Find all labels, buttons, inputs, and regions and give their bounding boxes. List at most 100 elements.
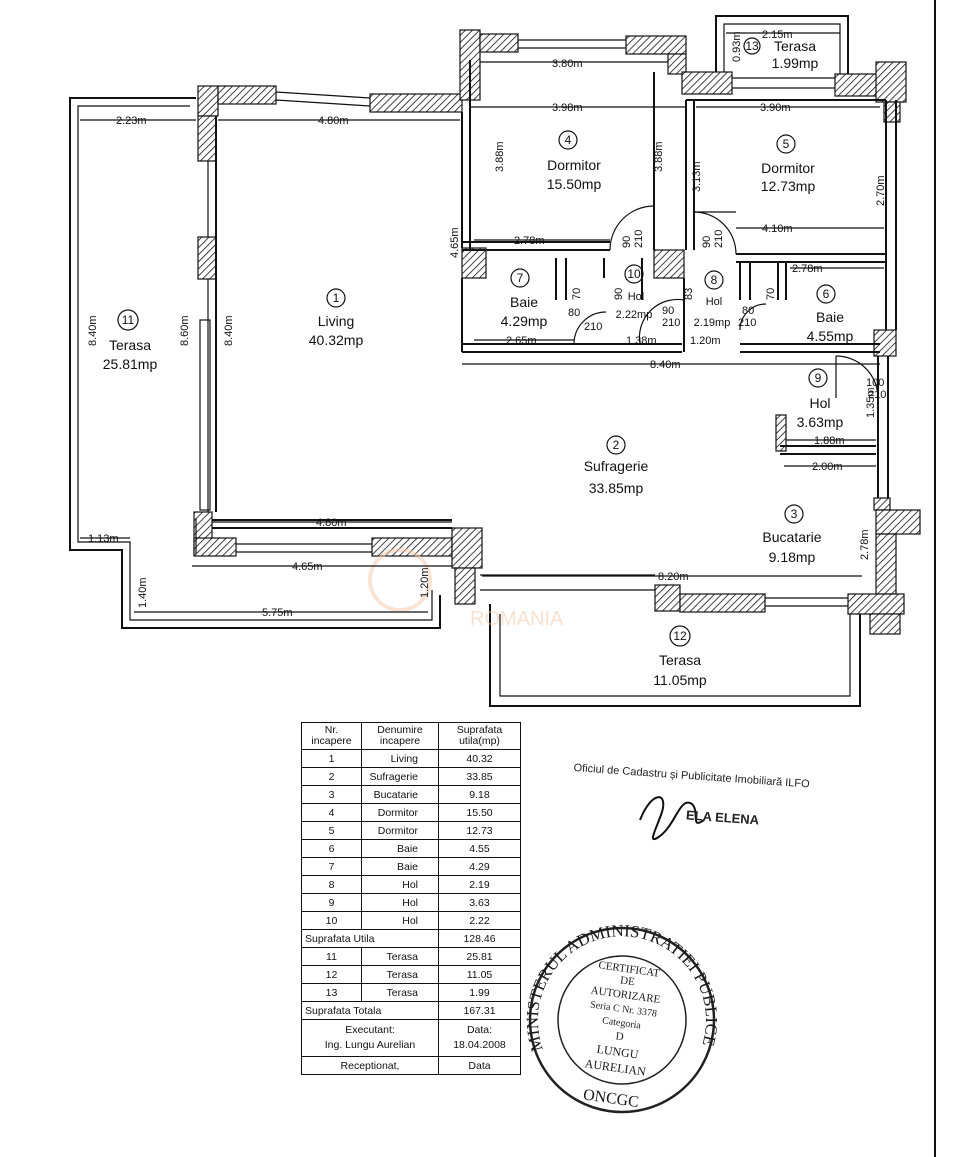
room-number: 8 <box>711 273 718 287</box>
table-cell-nr: 2 <box>301 767 362 786</box>
room-number: 6 <box>823 287 830 301</box>
room-area: 15.50mp <box>547 176 602 192</box>
table-cell-area: 2.22 <box>438 911 521 930</box>
dim-label: 5.75m <box>262 607 293 619</box>
dim-label: 4.80m <box>316 517 347 529</box>
official-stamp: MINISTERUL ADMINISTRATIEI PUBLICE ONCGC … <box>517 908 734 1114</box>
room-name: Baie <box>510 294 538 310</box>
stamp-line: D <box>615 1030 625 1043</box>
table-cell-nr: 1 <box>301 749 362 768</box>
room-name: Hol <box>809 395 830 411</box>
table-cell-area: 4.55 <box>438 839 521 858</box>
door-label: 80 <box>742 305 754 317</box>
room-area: 3.63mp <box>797 414 844 430</box>
room-area: 25.81mp <box>103 356 158 372</box>
dim-label: 3.90m <box>760 102 791 114</box>
table-cell-name: Living <box>361 749 439 768</box>
door-label: 210 <box>662 317 680 329</box>
column-header: Nr. incapere <box>301 722 362 750</box>
table-cell-nr: 11 <box>301 947 362 966</box>
table-cell-nr: 13 <box>301 983 362 1002</box>
door-label: 90 <box>621 236 633 248</box>
totala-label: Suprafata Totala <box>301 1001 439 1020</box>
room-area: 2.22mp <box>616 309 653 321</box>
stamp-line: DE <box>619 974 635 988</box>
utila-label: Suprafata Utila <box>301 929 439 948</box>
room-name: Bucatarie <box>762 529 821 545</box>
table-cell-name: Dormitor <box>361 821 439 840</box>
table-row: Suprafata Utila 128.46 <box>301 929 521 948</box>
door-label: 100 <box>866 377 884 389</box>
watermark-text: ROMANIA <box>470 608 564 630</box>
table-cell-name: Baie <box>361 857 439 876</box>
room-area: 2.19mp <box>694 317 731 329</box>
table-cell-area: 11.05 <box>438 965 521 984</box>
room-area: 1.99mp <box>772 55 819 71</box>
door-swings <box>573 205 879 399</box>
room-labels: 13 Terasa 1.99mp 4 Dormitor 15.50mp 5 Do… <box>103 37 854 688</box>
watermark: ROMANIA <box>368 548 564 630</box>
dim-label: 2.15m <box>762 29 793 41</box>
dim-label: 2.00m <box>812 461 843 473</box>
utila-value: 128.46 <box>438 929 521 948</box>
door-label: 210 <box>868 389 886 401</box>
door-label: 90 <box>662 305 674 317</box>
dim-label: 2.65m <box>506 335 537 347</box>
stamp-line: LUNGU <box>596 1042 640 1062</box>
table-cell-nr: 6 <box>301 839 362 858</box>
table-cell-name: Baie <box>361 839 439 858</box>
outer-walls <box>193 29 921 635</box>
room-number: 1 <box>333 291 340 305</box>
room-number: 11 <box>122 313 135 327</box>
room-name: Hol <box>706 296 723 308</box>
dim-label: 8.20m <box>658 571 689 583</box>
room-name: Terasa <box>659 652 701 668</box>
dim-label: 2.78m <box>792 263 823 275</box>
table-row: Suprafata Totala 167.31 <box>301 1001 521 1020</box>
table-cell-name: Bucatarie <box>361 785 439 804</box>
table-cell-name: Hol <box>361 893 439 912</box>
dim-label: 3.13m <box>691 161 703 192</box>
table-cell-area: 3.63 <box>438 893 521 912</box>
dim-label: 1.20m <box>419 567 431 598</box>
column-header: Suprafata utila(mp) <box>438 722 521 750</box>
door-label: 90 <box>613 288 625 300</box>
dim-label: 2.78m <box>514 235 545 247</box>
dimension-labels: 2.15m 0.93m 3.80m 3.98m 3.90m 2.23m 4.80… <box>80 29 887 619</box>
door-label: 70 <box>571 288 583 300</box>
table-cell-name: Terasa <box>361 983 439 1002</box>
room-area: 4.29mp <box>501 313 548 329</box>
table-cell-area: 2.19 <box>438 875 521 894</box>
dim-label: 1.13m <box>88 533 119 545</box>
table-cell-area: 1.99 <box>438 983 521 1002</box>
table-cell-nr: 7 <box>301 857 362 876</box>
table-row: Executant: Ing. Lungu Aurelian Data: 18.… <box>301 1019 521 1057</box>
date-value: 18.04.2008 <box>453 1039 506 1051</box>
room-number: 9 <box>815 371 822 385</box>
table-cell-nr: 10 <box>301 911 362 930</box>
executant-name: Ing. Lungu Aurelian <box>324 1039 416 1051</box>
dim-label: 4.10m <box>762 223 793 235</box>
table-cell-area: 4.29 <box>438 857 521 876</box>
room-number: 2 <box>613 438 620 452</box>
room-name: Terasa <box>774 38 816 54</box>
room-name: Terasa <box>109 337 151 353</box>
table-cell-name: Hol <box>361 875 439 894</box>
door-label: 83 <box>683 288 695 300</box>
table-cell-area: 25.81 <box>438 947 521 966</box>
door-label: 80 <box>568 307 580 319</box>
table-cell-name: Terasa <box>361 965 439 984</box>
room-number: 7 <box>517 271 524 285</box>
table-cell-name: Hol <box>361 911 439 930</box>
dim-label: 4.65m <box>292 561 323 573</box>
dim-label: 1.20m <box>690 335 721 347</box>
